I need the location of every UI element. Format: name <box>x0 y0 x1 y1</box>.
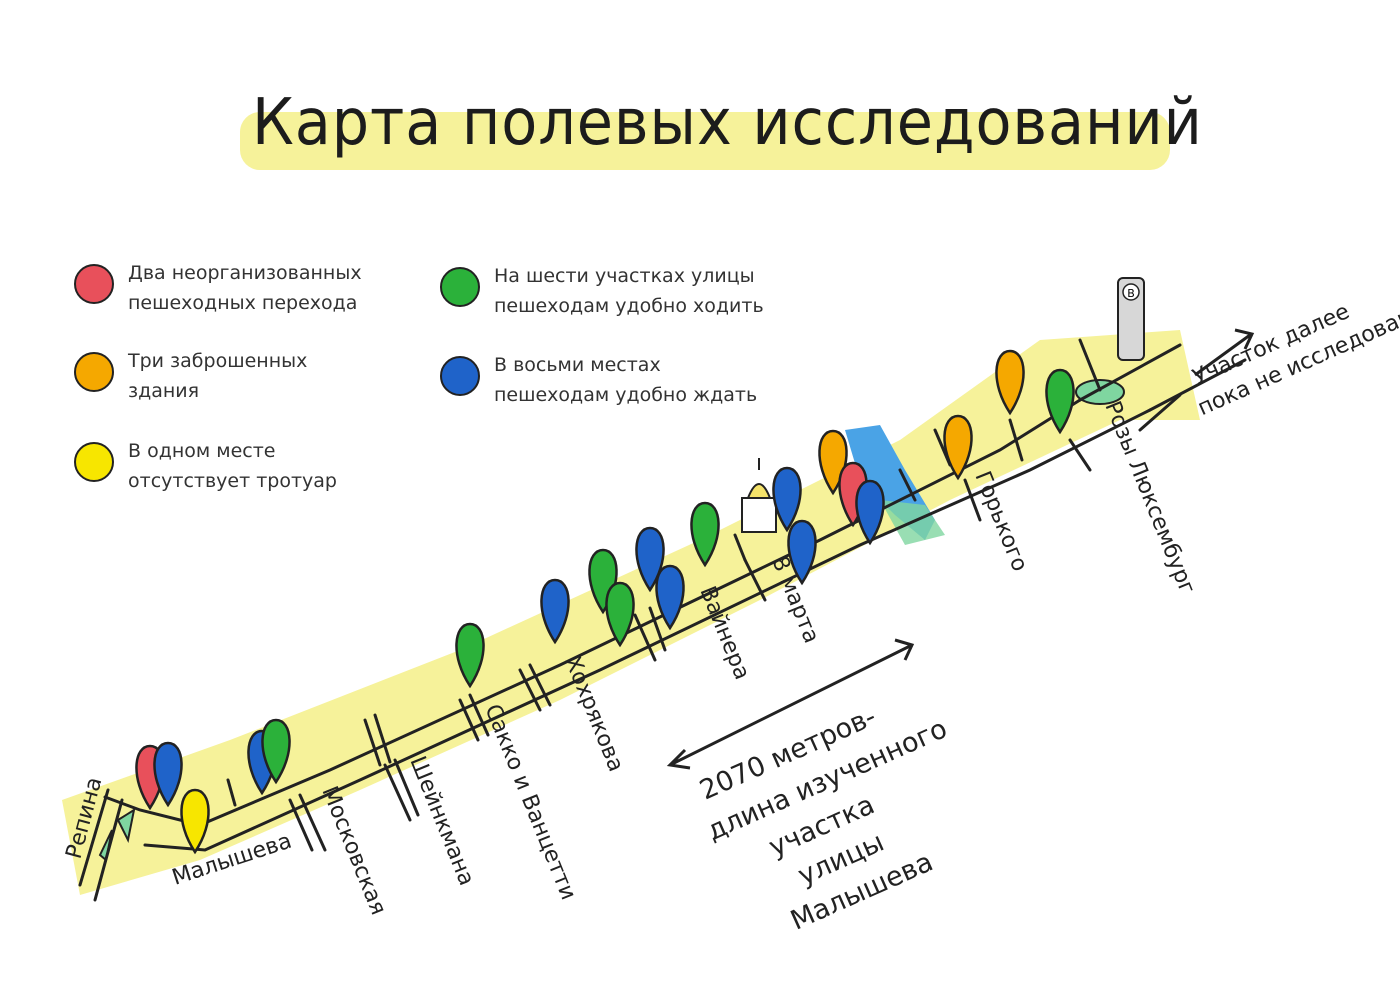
pins-layer <box>135 349 1075 855</box>
pin-yellow-icon <box>180 788 210 855</box>
pin-green-icon <box>1045 368 1075 435</box>
pin-blue-icon <box>772 466 802 533</box>
legend-item-crossings: Два неорганизованных пешеходных перехода <box>74 258 362 318</box>
tower-building <box>1117 277 1145 361</box>
legend-item-abandoned: Три заброшенных здания <box>74 346 307 406</box>
page-title: Карта полевых исследований <box>252 86 1203 160</box>
pin-orange-icon <box>943 414 973 481</box>
blue-dot-icon <box>440 356 480 396</box>
pin-blue-icon <box>153 741 183 808</box>
pin-blue-icon <box>787 519 817 586</box>
street-luxemburg: Розы Люксембург <box>1099 398 1199 598</box>
not-studied-note: Участок далее пока не исследован <box>1189 299 1400 421</box>
road-malysheva <box>78 338 1247 902</box>
pin-green-icon <box>690 501 720 568</box>
title-highlight <box>240 112 1170 170</box>
legend-text: В восьми местах пешеходам удобно ждать <box>494 354 758 406</box>
pin-green-icon <box>455 622 485 689</box>
legend-text: Два неорганизованных пешеходных перехода <box>128 262 362 314</box>
orange-dot-icon <box>74 352 114 392</box>
pin-blue-icon <box>655 564 685 631</box>
pin-green-icon <box>261 718 291 785</box>
pin-orange-icon <box>995 349 1025 416</box>
yellow-dot-icon <box>74 442 114 482</box>
legend-text: В одном месте отсутствует тротуар <box>128 440 337 492</box>
distance-arrow-icon <box>666 638 915 770</box>
street-moskovskaya: Московская <box>316 783 390 919</box>
street-sheinkmana: Шейнкмана <box>404 753 478 889</box>
pin-green-icon <box>605 581 635 648</box>
green-dot-icon <box>440 267 480 307</box>
tower-label: B <box>1127 287 1135 300</box>
distance-note: 2070 метров- длина изученного участка ул… <box>695 701 952 937</box>
red-dot-icon <box>74 264 114 304</box>
street-sacco: Сакко и Ванцетти <box>479 701 580 904</box>
legend-text: Три заброшенных здания <box>128 350 308 402</box>
arrow-continue-icon <box>1194 328 1255 377</box>
legend-text: На шести участках улицы пешеходам удобно… <box>494 265 764 317</box>
park-square <box>1075 379 1125 405</box>
legend-item-wait: В восьми местах пешеходам удобно ждать <box>440 350 757 410</box>
church-icon <box>741 458 777 533</box>
legend-item-walk: На шести участках улицы пешеходам удобно… <box>440 261 764 321</box>
legend-item-no-sidewalk: В одном месте отсутствует тротуар <box>74 436 337 496</box>
pin-blue-icon <box>855 479 885 546</box>
park-triangle <box>116 807 136 844</box>
tower-badge <box>1122 283 1140 301</box>
pin-blue-icon <box>540 578 570 645</box>
pin-blue-icon <box>635 526 665 593</box>
